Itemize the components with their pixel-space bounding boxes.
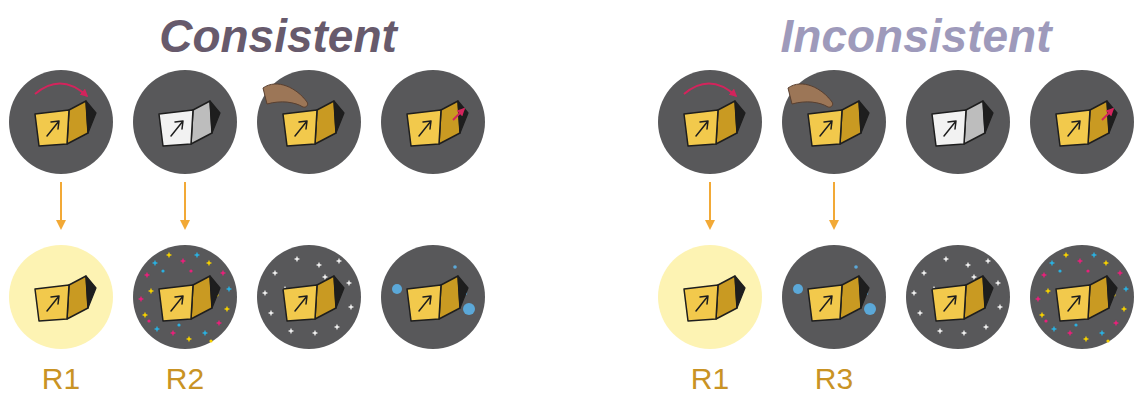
step-circle bbox=[9, 70, 113, 174]
step-circle bbox=[782, 70, 886, 174]
circle-ground bbox=[906, 70, 1010, 174]
step-circle bbox=[257, 70, 361, 174]
down-arrow bbox=[833, 182, 835, 228]
circle-ground bbox=[1030, 245, 1134, 349]
box-icon bbox=[808, 101, 869, 146]
box-icon bbox=[283, 276, 344, 321]
response-label: R3 bbox=[815, 362, 853, 397]
result-circle bbox=[1030, 245, 1134, 349]
circle-ground bbox=[906, 245, 1010, 349]
result-circle bbox=[782, 245, 886, 349]
circle-ground bbox=[782, 245, 886, 349]
circle-ground bbox=[782, 70, 886, 174]
box-icon bbox=[407, 276, 468, 321]
box-icon bbox=[684, 276, 745, 321]
result-circle bbox=[133, 245, 237, 349]
circle-ground bbox=[9, 245, 113, 349]
result-circle bbox=[9, 245, 113, 349]
box-icon bbox=[808, 276, 869, 321]
box-icon bbox=[35, 276, 96, 321]
box-icon-white bbox=[159, 101, 220, 146]
circle-ground bbox=[257, 70, 361, 174]
box-icon bbox=[1056, 276, 1117, 321]
result-circle bbox=[906, 245, 1010, 349]
circle-ground bbox=[257, 245, 361, 349]
response-label: R1 bbox=[42, 362, 80, 397]
turn-arrow bbox=[684, 83, 736, 96]
response-label: R1 bbox=[691, 362, 729, 397]
circle-ground bbox=[1030, 70, 1134, 174]
response-label: R2 bbox=[166, 362, 204, 397]
result-circle bbox=[658, 245, 762, 349]
confetti bbox=[1035, 252, 1129, 343]
circle-ground bbox=[133, 245, 237, 349]
box-icon-white bbox=[932, 101, 993, 146]
step-circle bbox=[133, 70, 237, 174]
box-icon bbox=[407, 101, 468, 146]
circle-ground bbox=[658, 245, 762, 349]
sparkles bbox=[911, 256, 1003, 336]
result-circle bbox=[381, 245, 485, 349]
turn-arrow bbox=[35, 83, 87, 96]
down-arrow bbox=[60, 182, 62, 228]
small-arrow bbox=[1102, 109, 1113, 120]
confetti bbox=[138, 252, 232, 343]
step-circle bbox=[906, 70, 1010, 174]
small-arrow bbox=[453, 109, 464, 120]
box-icon bbox=[35, 101, 96, 146]
group-heading: Inconsistent bbox=[781, 10, 1052, 63]
circle-ground bbox=[133, 70, 237, 174]
box-icon bbox=[684, 101, 745, 146]
group-heading: Consistent bbox=[159, 10, 397, 63]
step-circle bbox=[658, 70, 762, 174]
circle-ground bbox=[9, 70, 113, 174]
result-circle bbox=[257, 245, 361, 349]
box-icon bbox=[159, 276, 220, 321]
down-arrow bbox=[184, 182, 186, 228]
circle-ground bbox=[381, 245, 485, 349]
circle-ground bbox=[381, 70, 485, 174]
box-icon bbox=[1056, 101, 1117, 146]
hand-icon bbox=[788, 84, 833, 107]
sparkles bbox=[262, 256, 354, 336]
circle-ground bbox=[658, 70, 762, 174]
down-arrow bbox=[709, 182, 711, 228]
hand-icon bbox=[263, 84, 308, 107]
step-circle bbox=[381, 70, 485, 174]
step-circle bbox=[1030, 70, 1134, 174]
box-icon bbox=[283, 101, 344, 146]
box-icon bbox=[932, 276, 993, 321]
